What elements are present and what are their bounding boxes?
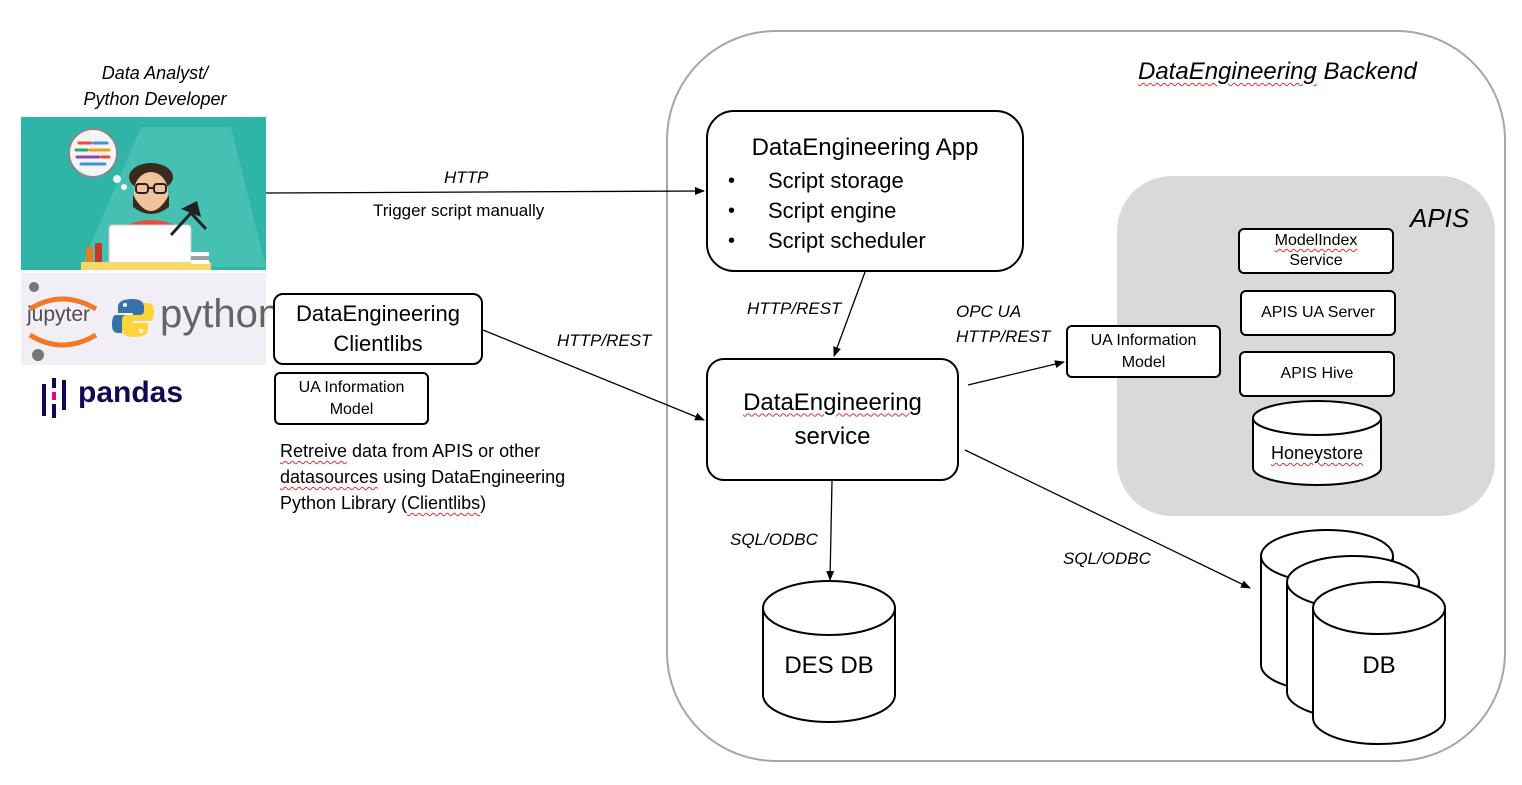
python-wordmark: python: [160, 292, 281, 336]
app-feature-list: Script storage Script engine Script sche…: [708, 166, 1022, 256]
app-feature-item: Script scheduler: [708, 226, 1022, 256]
clientlibs-box: DataEngineering Clientlibs: [273, 293, 483, 365]
modelindex-service-box: ModelIndex Service: [1238, 228, 1394, 274]
pandas-wordmark: pandas: [78, 376, 184, 409]
des-db-cylinder: [762, 580, 896, 723]
des-db-label: DES DB: [784, 652, 874, 679]
app-title: DataEngineering App: [751, 134, 979, 161]
persona-label: Data Analyst/ Python Developer: [83, 63, 227, 109]
arrow-http-trigger: [265, 187, 705, 196]
app-feature-item: Script engine: [708, 196, 1022, 226]
backend-title: DataEngineering Backend: [1138, 58, 1417, 85]
db-label: DB: [1362, 652, 1396, 679]
python-logo-icon: [112, 299, 154, 337]
arrow-app-to-service: [833, 271, 866, 357]
developer-illustration: [21, 117, 266, 270]
db-cylinder-stack: [1260, 529, 1446, 745]
arrow-service-to-ua-model: [967, 360, 1065, 386]
arrow-service-to-des-db: [826, 480, 835, 581]
edge-label-http-rest-mid: HTTP/REST: [747, 299, 842, 318]
backend-container: [666, 30, 1506, 762]
edge-label-sql-left: SQL/ODBC: [730, 530, 818, 549]
arrow-service-to-db: [964, 449, 1251, 589]
dataengineering-service-box: DataEngineering service: [706, 358, 959, 481]
modelindex-label: ModelIndex: [1274, 232, 1358, 249]
honeystore-label: Honeystore: [1270, 443, 1364, 463]
edge-label-sql-right: SQL/ODBC: [1063, 549, 1151, 568]
honeystore-cylinder: [1252, 400, 1382, 486]
edge-label-http: HTTP: [444, 168, 489, 187]
app-feature-item: Script storage: [708, 166, 1022, 196]
dataengineering-app-box: DataEngineering App Script storage Scrip…: [706, 110, 1024, 272]
jupyter-wordmark: jupyter: [27, 303, 91, 326]
retrieve-note: Retreive data from APIS or other datasou…: [280, 441, 566, 513]
apis-title: APIS: [1410, 203, 1470, 233]
ua-information-model-left: UA Information Model: [274, 372, 429, 425]
arrow-clientlibs-to-service: [482, 329, 705, 421]
edge-label-http-rest-left: HTTP/REST: [557, 331, 652, 350]
edge-label-http-rest-right: HTTP/REST: [956, 327, 1051, 346]
ua-information-model-right: UA Information Model: [1066, 325, 1221, 378]
service-label: Service: [1289, 252, 1343, 269]
apis-ua-server-box: APIS UA Server: [1240, 290, 1396, 336]
edge-label-trigger: Trigger script manually: [373, 201, 545, 220]
apis-hive-box: APIS Hive: [1239, 351, 1395, 397]
jupyter-logo-icon: [28, 282, 98, 361]
edge-label-opc-ua: OPC UA: [956, 302, 1022, 321]
pandas-logo-icon: [42, 378, 66, 418]
